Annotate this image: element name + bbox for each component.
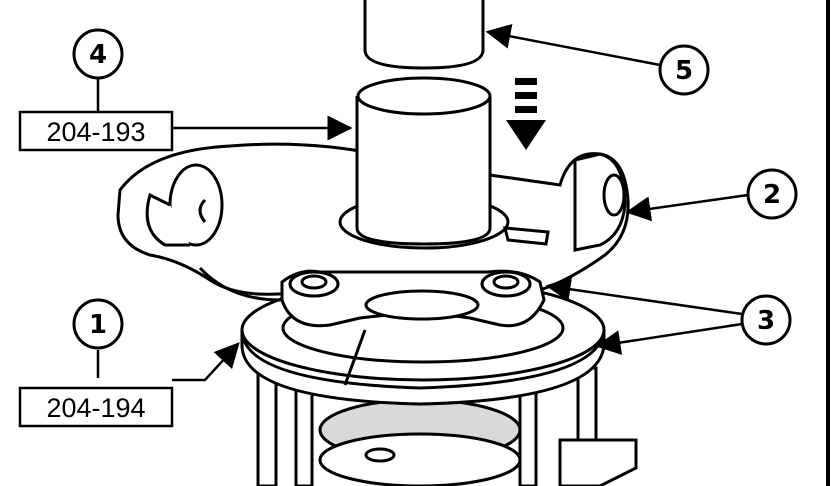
callout-3-number: 3 [757, 306, 775, 336]
leader-2 [625, 193, 749, 222]
callout-5: 5 [658, 44, 710, 96]
tool-label-upper-text: 204-193 [46, 117, 145, 147]
tool-label-upper: 204-193 [18, 110, 174, 152]
callout-4-number: 4 [89, 40, 107, 70]
callout-3: 3 [740, 294, 792, 346]
press-direction-arrow [506, 78, 546, 150]
tool-label-lower: 204-194 [18, 386, 174, 428]
tool-label-lower-text: 204-194 [46, 393, 145, 423]
callout-2: 2 [746, 168, 798, 220]
callout-5-number: 5 [675, 56, 693, 86]
press-cup-204-193 [355, 76, 492, 246]
leader-5 [485, 23, 661, 67]
callout-1: 1 [72, 298, 124, 350]
press-ram [363, 0, 485, 70]
leader-3b [595, 322, 743, 355]
leader-1 [172, 342, 240, 382]
callout-2-number: 2 [763, 180, 781, 210]
bearing-retainer [280, 269, 546, 328]
leader-3a [545, 276, 743, 316]
callout-1-number: 1 [89, 310, 107, 340]
callout-4: 4 [72, 28, 124, 80]
